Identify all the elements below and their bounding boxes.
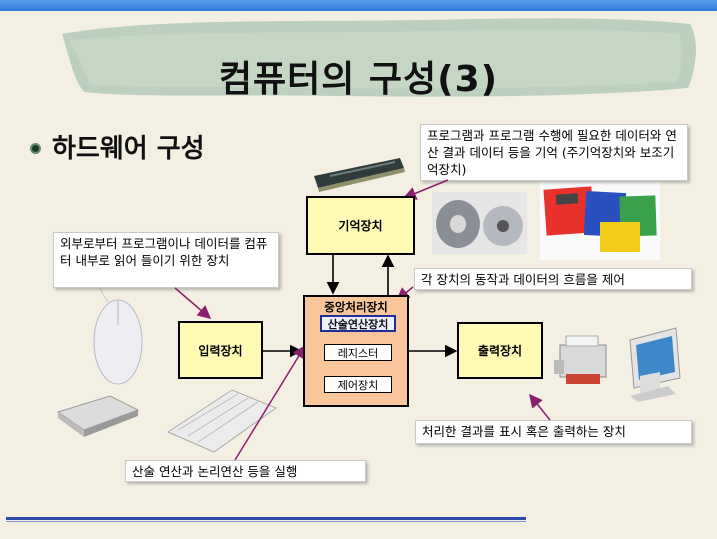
page-title: 컴퓨터의 구성(3) [218,59,499,100]
keyboard-icon [166,389,278,453]
bottom-accent-bar [6,517,526,520]
input-label: 입력장치 [198,343,243,358]
input-pointer-arrow [174,287,212,319]
alu-block: 산술연산장치 [320,315,396,332]
top-accent-bar [0,0,717,11]
control-callout: 각 장치의 동작과 데이터의 흐름을 제어 [414,268,692,290]
register-block: 레지스터 [324,344,392,361]
cpu-block: 중앙처리장치 산술연산장치 레지스터 제어장치 [303,295,409,407]
monitor-icon [629,327,681,402]
scanner-icon [56,395,140,437]
section-heading: 하드웨어 구성 [52,134,205,164]
hard-disk-icon [432,192,527,254]
output-callout: 처리한 결과를 표시 혹은 출력하는 장치 [415,420,692,444]
memory-pointer-arrow [402,179,449,200]
output-label: 출력장치 [477,344,523,358]
output-pointer-arrow [529,393,551,421]
memory-label: 기억장치 [338,219,383,233]
ram-module-icon [314,158,405,192]
bullet-icon [30,143,41,154]
control-unit-block: 제어장치 [324,376,392,393]
bottom-accent-line [6,521,526,522]
memory-block: 기억장치 [306,196,415,255]
cpu-label: 중앙처리장치 [324,300,388,314]
input-block: 입력장치 [178,321,263,379]
output-block: 출력장치 [457,322,543,379]
title-brush-stroke [62,18,696,97]
memory-callout: 프로그램과 프로그램 수행에 필요한 데이터와 연산 결과 데이터 등을 기억 … [420,124,688,181]
alu-pointer-arrow [234,344,306,461]
printer-icon [554,335,607,384]
input-callout: 외부로부터 프로그램이나 데이터를 컴퓨터 내부로 읽어 들이기 위한 장치 [53,232,279,288]
floppy-disks-icon [540,182,660,260]
alu-callout: 산술 연산과 논리연산 등을 실행 [125,460,366,482]
